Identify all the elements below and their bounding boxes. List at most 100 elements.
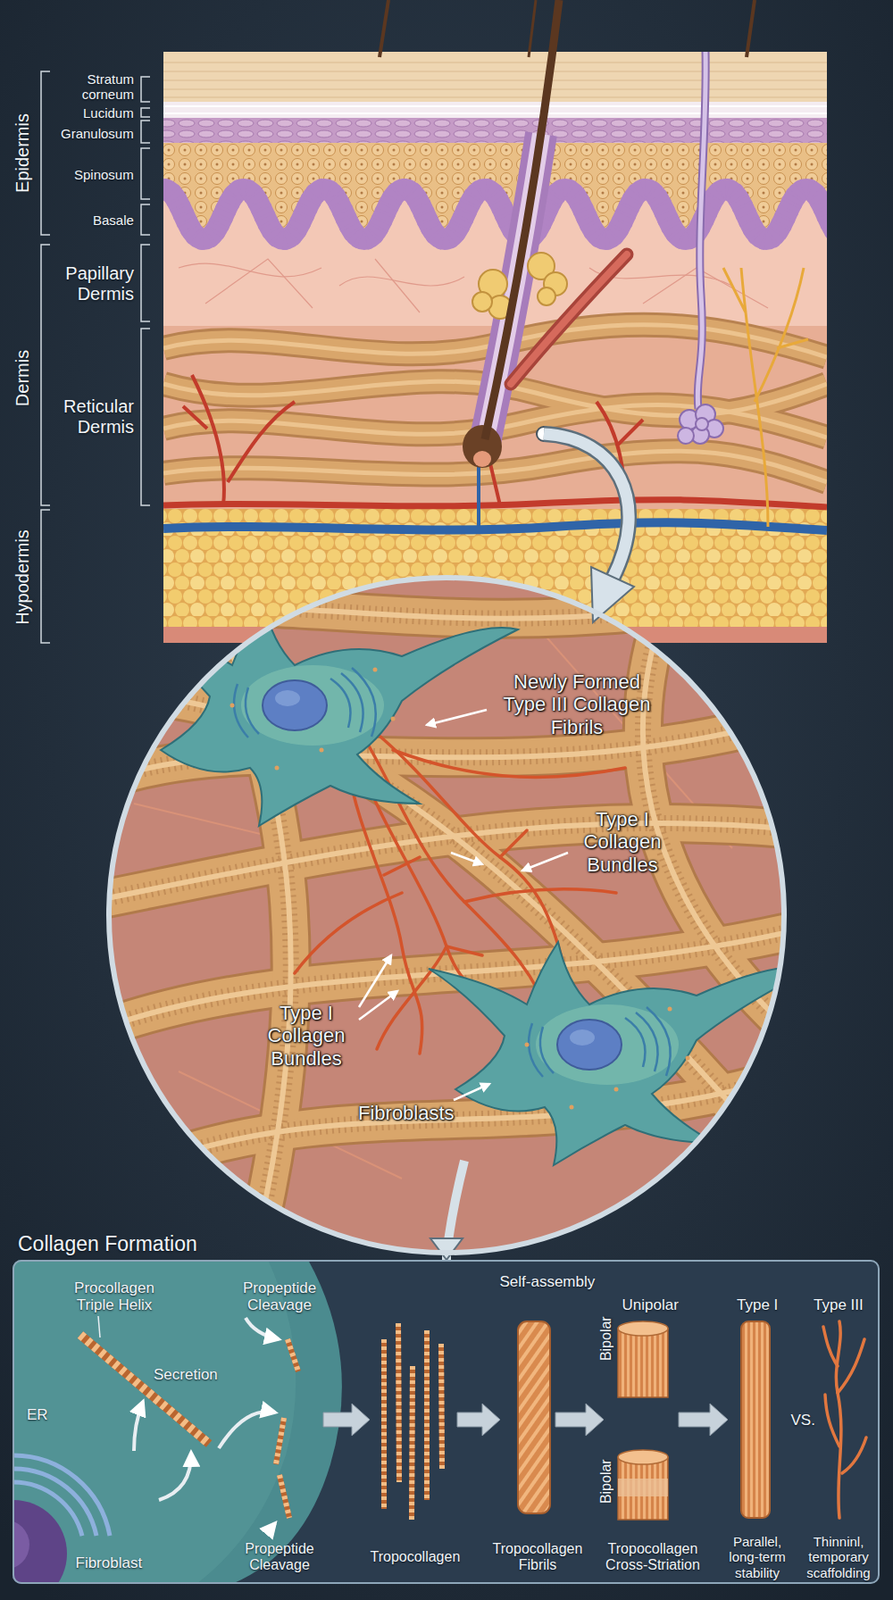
stage-label: Self-assembly bbox=[500, 1273, 596, 1292]
circle-outline bbox=[108, 577, 785, 1253]
magnified-art bbox=[450, 852, 483, 865]
stage-label: Propeptide Cleavage bbox=[230, 1279, 329, 1315]
magnified-art bbox=[89, 695, 804, 1188]
formation-art bbox=[617, 1450, 668, 1465]
layer-brackets bbox=[141, 328, 151, 506]
skin-section bbox=[339, 276, 465, 286]
skin-section bbox=[163, 101, 827, 118]
region-label: Epidermis bbox=[11, 113, 33, 193]
stage-label: Parallel, long-term stability bbox=[717, 1534, 798, 1581]
arrow-head bbox=[430, 1238, 463, 1261]
skin-section bbox=[510, 254, 627, 384]
formation-art bbox=[678, 1403, 728, 1436]
region-label: Dermis bbox=[12, 349, 34, 406]
skin-section bbox=[677, 404, 724, 444]
callout-label: Newly Formed Type III Collagen Fibrils bbox=[494, 670, 660, 739]
formation-art bbox=[617, 1321, 668, 1336]
formation-art bbox=[457, 1403, 501, 1436]
magnified-art bbox=[89, 589, 804, 626]
skin-section bbox=[472, 292, 493, 312]
skin-section bbox=[163, 189, 827, 240]
formation-art bbox=[823, 1326, 838, 1367]
stage-label: ER bbox=[26, 1406, 49, 1425]
stage-label: Propeptide Cleavage bbox=[230, 1541, 329, 1575]
skin-section bbox=[178, 263, 322, 277]
skin-section bbox=[163, 500, 827, 508]
magnified-art bbox=[89, 695, 804, 1188]
stage-label: Fibroblast bbox=[75, 1554, 143, 1573]
skin-section bbox=[163, 105, 827, 108]
skin-section bbox=[163, 61, 827, 63]
formation-art bbox=[275, 1323, 443, 1520]
magnified-art bbox=[348, 767, 423, 1054]
formation-art bbox=[617, 1457, 668, 1520]
stage-label: Bipolar bbox=[598, 1459, 615, 1504]
layer-brackets bbox=[141, 204, 151, 235]
formation-art bbox=[98, 1316, 101, 1338]
skin-section bbox=[473, 450, 492, 468]
process-panel: Collagen FormationProcollagen Triple Hel… bbox=[12, 1260, 880, 1585]
layer-label: Papillary Dermis bbox=[44, 263, 134, 305]
magnified-art bbox=[522, 852, 568, 871]
formation-art bbox=[218, 1411, 276, 1449]
formation-art bbox=[323, 1403, 370, 1436]
magnified-art bbox=[89, 589, 804, 626]
layer-brackets bbox=[41, 71, 151, 643]
layer-brackets bbox=[141, 108, 151, 117]
layer-brackets bbox=[41, 71, 51, 235]
skin-section bbox=[163, 522, 827, 531]
magnified-art bbox=[383, 830, 527, 956]
layer-label: Lucidum bbox=[83, 105, 134, 121]
hair bbox=[746, 0, 755, 58]
layer-label: Granulosum bbox=[60, 125, 134, 142]
formation-art bbox=[823, 1321, 867, 1519]
formation-art bbox=[245, 1318, 279, 1340]
stage-label: Tropocollagen bbox=[370, 1549, 461, 1566]
magnified-art bbox=[133, 602, 518, 827]
skin-section bbox=[205, 258, 313, 309]
magnified-art bbox=[392, 750, 626, 777]
stage-label: Tropocollagen Fibrils bbox=[484, 1541, 591, 1575]
callout-label: Fibroblasts bbox=[358, 1101, 455, 1125]
stage-label: Type III bbox=[813, 1296, 864, 1315]
skin-section bbox=[476, 459, 481, 529]
formation-art bbox=[741, 1321, 770, 1519]
connector-arrow bbox=[430, 1238, 463, 1261]
hair bbox=[379, 0, 755, 440]
stage-label: VS. bbox=[791, 1411, 816, 1430]
magnified-art bbox=[89, 589, 804, 626]
formation-art bbox=[80, 1335, 209, 1444]
hair bbox=[528, 0, 536, 58]
stage-label: Type I bbox=[736, 1296, 778, 1315]
magnified-art bbox=[453, 1084, 490, 1101]
magnified-art bbox=[89, 695, 804, 1188]
skin-section bbox=[163, 96, 827, 98]
zoom-arrow bbox=[543, 433, 629, 579]
magnified-art bbox=[89, 571, 804, 1269]
stage-label: Bipolar bbox=[598, 1316, 615, 1361]
formation-art bbox=[133, 1402, 143, 1452]
formation-art bbox=[517, 1321, 551, 1514]
layer-brackets bbox=[141, 76, 151, 102]
magnified-art bbox=[89, 571, 804, 1269]
formation-art bbox=[158, 1452, 192, 1501]
stage-label: Thinninl, temporary scaffolding bbox=[800, 1534, 877, 1581]
formation-art bbox=[835, 1321, 842, 1519]
magnified-art bbox=[294, 893, 402, 974]
region-label: Hypodermis bbox=[11, 529, 33, 626]
formation-art bbox=[842, 1437, 867, 1474]
layer-brackets bbox=[141, 148, 151, 200]
layer-label: Spinosum bbox=[74, 166, 134, 183]
skin-section bbox=[163, 51, 827, 643]
formation-art bbox=[80, 1335, 209, 1444]
formation-art bbox=[266, 1523, 276, 1535]
callout-label: Type I Collagen Bundles bbox=[573, 808, 672, 877]
magnified-view: Newly Formed Type III Collagen FibrilsTy… bbox=[106, 575, 787, 1256]
zoom-arrow bbox=[543, 433, 629, 579]
layer-label: Reticular Dermis bbox=[44, 396, 134, 438]
skin-section bbox=[163, 79, 827, 81]
magnified-art bbox=[464, 889, 617, 902]
